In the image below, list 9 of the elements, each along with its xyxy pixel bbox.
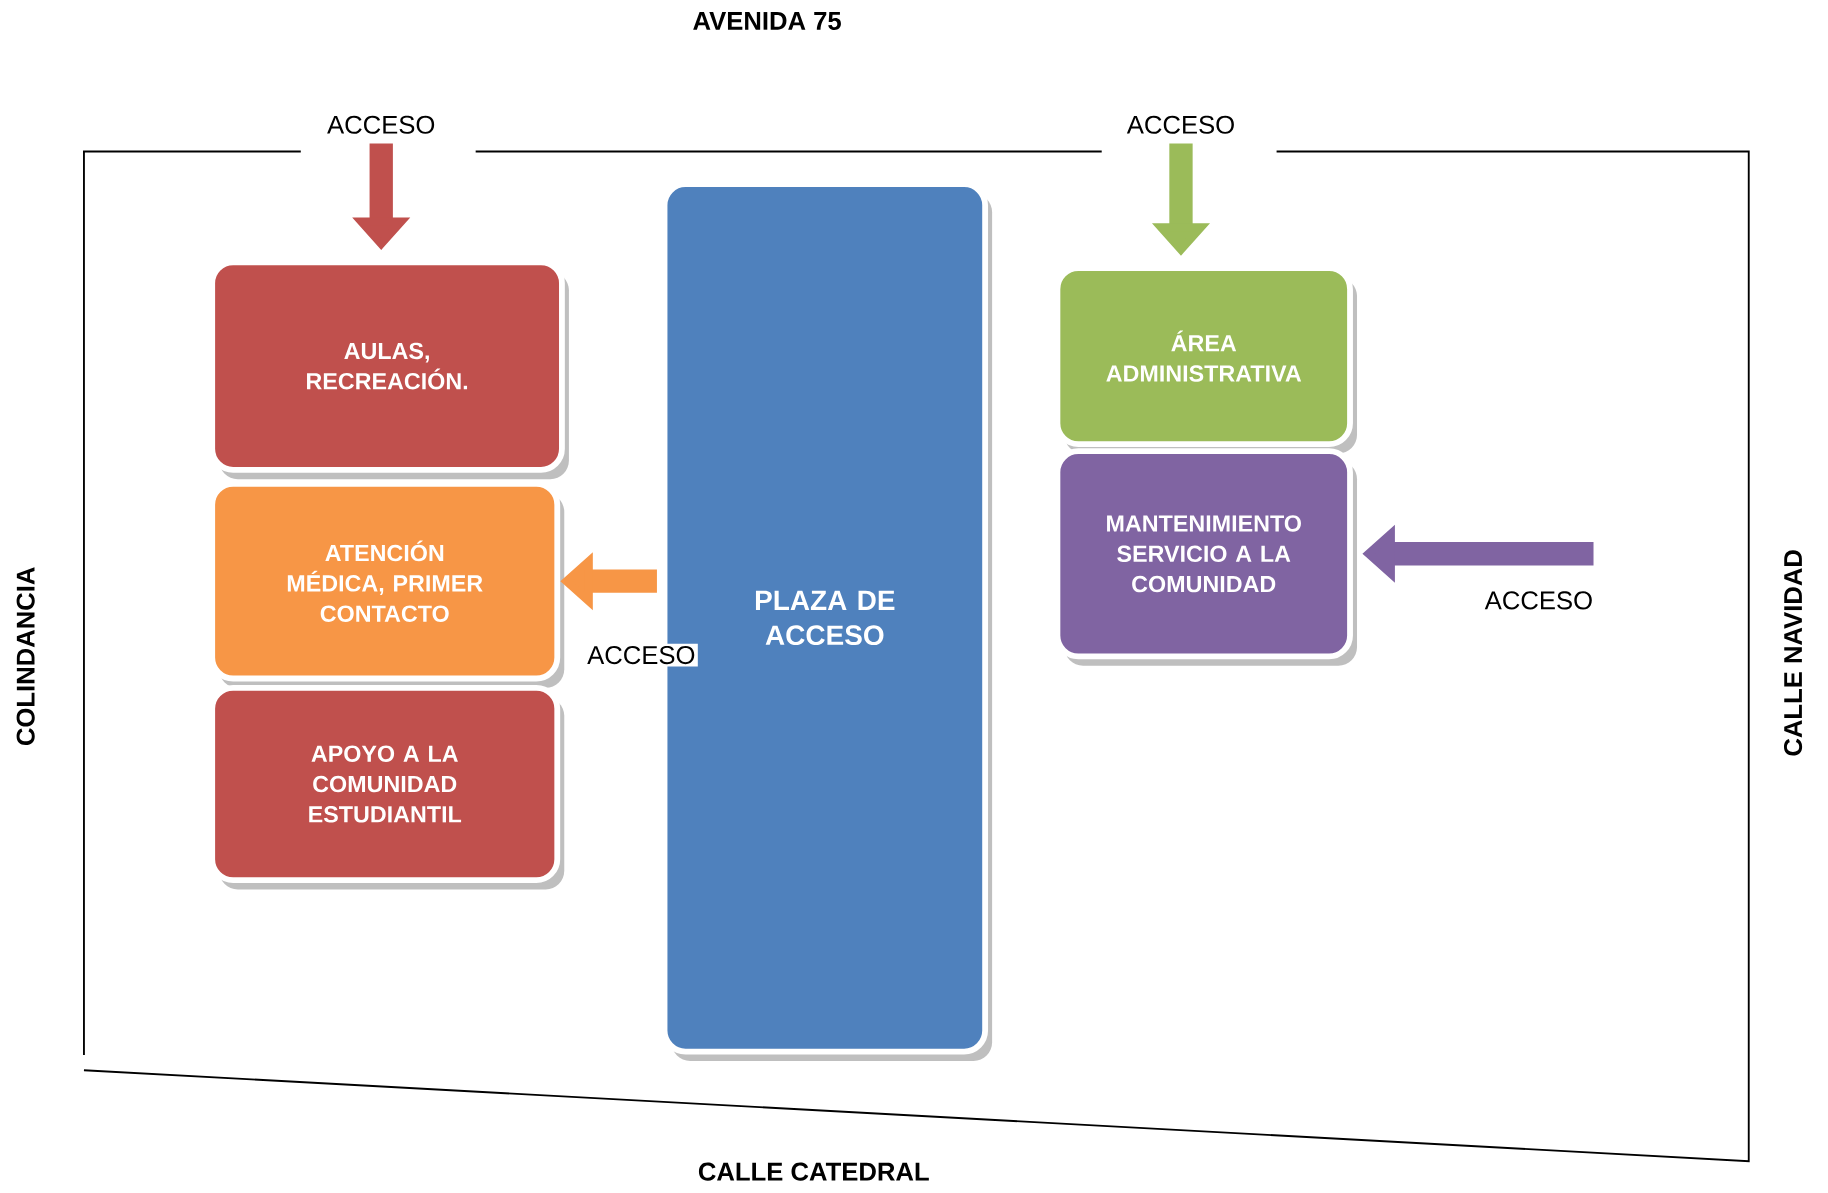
street-label: CALLE CATEDRAL [698,1162,929,1181]
access-label: ACCESO [327,115,435,134]
edge-label: ACCESO [587,646,695,665]
street-label: CALLE NAVIDAD [1784,550,1803,756]
street-label: COLINDANCIA [16,567,35,746]
access-label: ACCESO [1126,115,1234,134]
access-label: ACCESO [1484,591,1592,610]
area-box: AULAS, RECREACIÓN. [209,259,569,480]
street-label: AVENIDA 75 [693,12,841,31]
